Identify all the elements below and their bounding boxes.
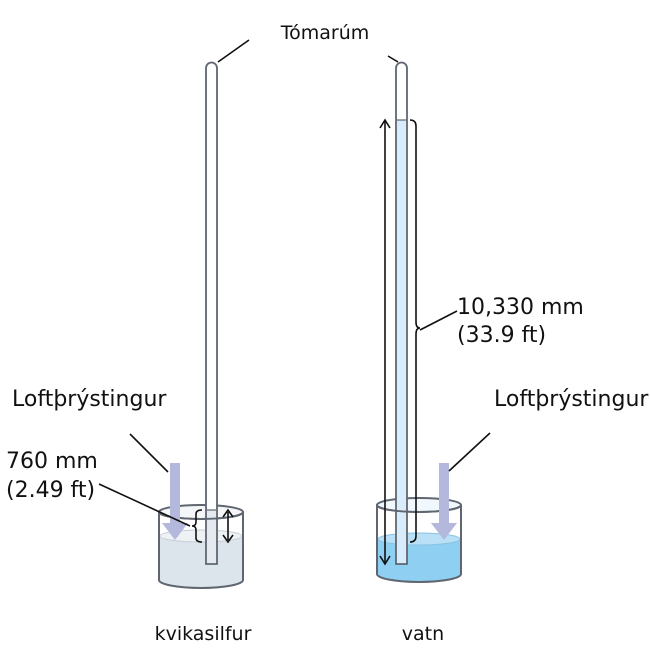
water-caption: vatn <box>402 623 444 645</box>
pressure-arrow-left <box>162 463 188 540</box>
water-height-ft: (33.9 ft) <box>457 323 546 348</box>
mercury-height-arrow <box>222 508 234 544</box>
water-beaker-bottom <box>376 573 462 583</box>
pressure-arrow-right <box>431 463 457 540</box>
water-barometer <box>376 61 462 583</box>
mercury-tube <box>205 61 218 565</box>
mercury-beaker-rim-front <box>158 511 244 520</box>
mercury-beaker-bottom <box>158 579 244 589</box>
water-brace <box>409 119 421 543</box>
leader-lines <box>98 39 491 527</box>
vacuum-label: Tómarúm <box>280 22 370 44</box>
mercury-brace <box>191 509 203 543</box>
pressure-label-right: Loftþrýstingur <box>494 387 649 412</box>
water-column <box>397 120 406 563</box>
mercury-liquid <box>160 536 242 588</box>
mercury-height-ft: (2.49 ft) <box>6 478 95 503</box>
mercury-column <box>207 510 216 563</box>
pressure-label-left: Loftþrýstingur <box>12 387 167 412</box>
mercury-barometer <box>158 61 244 589</box>
water-beaker-rim-front <box>376 504 462 513</box>
water-height-arrow <box>379 118 391 566</box>
mercury-caption: kvikasilfur <box>155 623 252 645</box>
water-height-mm: 10,330 mm <box>457 295 584 320</box>
mercury-height-mm: 760 mm <box>6 449 98 474</box>
